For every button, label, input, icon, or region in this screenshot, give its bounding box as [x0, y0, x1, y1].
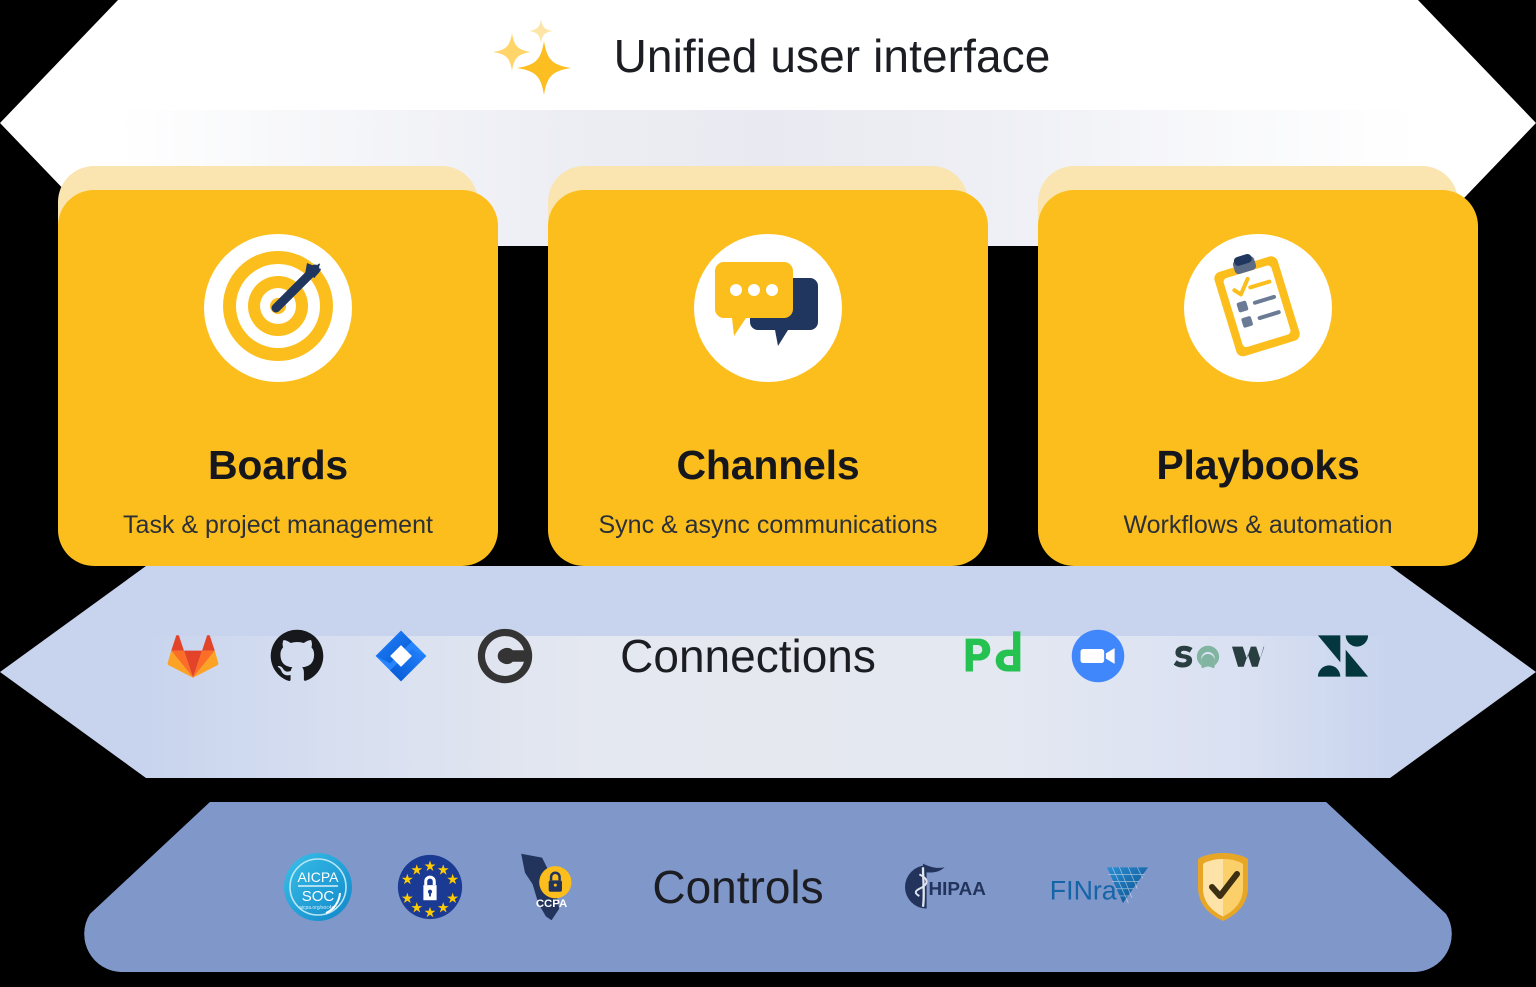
controls-label: Controls — [652, 861, 824, 913]
zoom-logo[interactable] — [1070, 628, 1126, 684]
card-icon-circle-channels — [694, 234, 842, 382]
jira-logo[interactable] — [372, 627, 430, 685]
ccpa-badge[interactable]: CCPA — [506, 850, 580, 924]
svg-text:HIPAA: HIPAA — [928, 879, 986, 900]
servicenow-logo[interactable] — [1172, 635, 1268, 677]
card-icon-circle-boards — [204, 234, 352, 382]
card-subtitle-playbooks: Workflows & automation — [1123, 511, 1393, 539]
target-dart-icon — [219, 247, 337, 370]
unified-ui-header: Unified user interface — [0, 8, 1536, 104]
security-shield-badge[interactable] — [1192, 851, 1254, 923]
finra-badge[interactable]: FINra — [1046, 862, 1150, 912]
controls-left-badges: AICPA SOC aicpa.org/soc4so — [282, 850, 580, 924]
clipboard-checklist-icon — [1202, 250, 1314, 367]
card-subtitle-boards: Task & project management — [123, 511, 433, 539]
card-title-playbooks: Playbooks — [1156, 442, 1360, 488]
pagerduty-logo[interactable] — [962, 627, 1024, 685]
gitlab-logo[interactable] — [164, 627, 222, 685]
hipaa-badge[interactable]: HIPAA — [896, 858, 1004, 916]
controls-row: AICPA SOC aicpa.org/soc4so — [84, 802, 1452, 972]
circleci-logo[interactable] — [476, 627, 534, 685]
connections-left-logos — [164, 627, 534, 685]
card-channels[interactable]: Channels Sync & async communications — [548, 190, 988, 566]
connections-label: Connections — [620, 630, 876, 682]
svg-text:aicpa.org/soc4so: aicpa.org/soc4so — [299, 905, 337, 911]
controls-right-badges: HIPAA FINra — [896, 851, 1254, 923]
svg-text:SOC: SOC — [302, 888, 335, 905]
card-playbooks[interactable]: Playbooks Workflows & automation — [1038, 190, 1478, 566]
svg-text:AICPA: AICPA — [298, 869, 340, 885]
card-subtitle-channels: Sync & async communications — [598, 511, 938, 539]
svg-text:CCPA: CCPA — [536, 898, 567, 910]
gdpr-badge[interactable] — [396, 853, 464, 921]
card-title-boards: Boards — [207, 442, 349, 488]
connections-right-logos — [962, 627, 1372, 685]
aicpa-soc-badge[interactable]: AICPA SOC aicpa.org/soc4so — [282, 851, 354, 923]
svg-text:FINra: FINra — [1049, 876, 1116, 906]
sparkles-icon — [486, 13, 572, 99]
card-title-channels: Channels — [676, 442, 860, 488]
github-logo[interactable] — [268, 627, 326, 685]
controls-band — [84, 802, 1452, 972]
card-boards[interactable]: Boards Task & project management — [58, 190, 498, 566]
connections-row: Connections — [0, 566, 1536, 746]
card-icon-circle-playbooks — [1184, 234, 1332, 382]
chat-bubbles-icon — [712, 256, 824, 361]
page-title: Unified user interface — [613, 30, 1051, 82]
zendesk-logo[interactable] — [1314, 630, 1372, 682]
